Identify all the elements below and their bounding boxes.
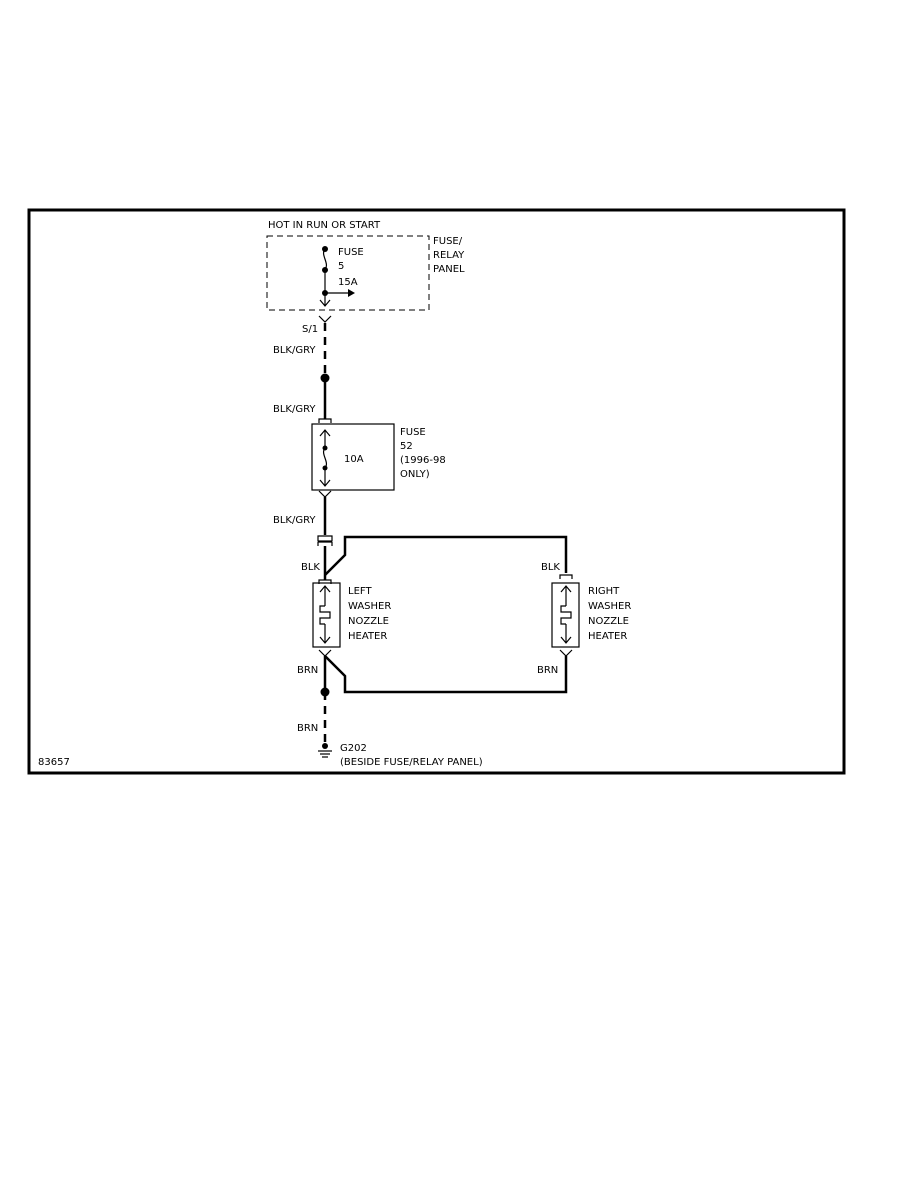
diagram-frame <box>27 208 846 775</box>
left-heater-label-1: LEFT <box>348 586 372 597</box>
right-heater-element-icon <box>560 585 572 644</box>
fuse-52-box <box>311 423 395 491</box>
right-heater-label-3: NOZZLE <box>588 616 629 627</box>
wire-label-brn-right: BRN <box>537 665 558 676</box>
fuse-5-label-1: FUSE <box>338 247 364 258</box>
wire-label-blk-gry-3: BLK/GRY <box>273 515 316 526</box>
left-heater-label-3: NOZZLE <box>348 616 389 627</box>
fuse-52-symbol <box>319 429 331 487</box>
fuse-52-label-1: FUSE <box>400 427 426 438</box>
fuse-5-symbol <box>319 246 355 307</box>
wire-label-blk-left: BLK <box>301 562 320 573</box>
fuse-52-label-3: (1996-98 <box>400 455 446 466</box>
fuse-relay-panel-label-2: RELAY <box>433 250 465 261</box>
wire-label-blk-gry-1: BLK/GRY <box>273 345 316 356</box>
right-heater-box <box>551 582 580 648</box>
right-heater-label-2: WASHER <box>588 601 631 612</box>
fuse-5-label-2: 5 <box>338 261 344 272</box>
connector-s1-label: S/1 <box>302 324 318 335</box>
wire-blk-bus-top <box>324 535 568 576</box>
power-source-label: HOT IN RUN OR START <box>268 220 381 231</box>
ground-icon <box>318 743 332 758</box>
left-heater-label-2: WASHER <box>348 601 391 612</box>
right-heater-label-4: HEATER <box>588 631 627 642</box>
fuse-52-rating: 10A <box>344 454 364 465</box>
fuse-5-label-3: 15A <box>338 277 358 288</box>
right-heater-label-1: RIGHT <box>588 586 620 597</box>
wire-label-brn-left: BRN <box>297 665 318 676</box>
fuse-relay-panel-label-1: FUSE/ <box>433 236 463 247</box>
connector-s1 <box>318 315 332 323</box>
wire-label-blk-gry-2: BLK/GRY <box>273 404 316 415</box>
fuse-52-label-4: ONLY) <box>400 469 430 480</box>
wire-label-blk-right: BLK <box>541 562 560 573</box>
left-heater-label-4: HEATER <box>348 631 387 642</box>
wire-brn-bus-bottom <box>324 655 568 694</box>
fuse-relay-panel-label-3: PANEL <box>433 264 465 275</box>
left-heater-box <box>312 582 341 648</box>
fuse-relay-panel-box <box>266 235 430 311</box>
ground-name: G202 <box>340 743 367 754</box>
ground-location: (BESIDE FUSE/RELAY PANEL) <box>340 757 483 768</box>
left-heater-element-icon <box>319 585 331 644</box>
wire-label-brn-ground: BRN <box>297 723 318 734</box>
fuse-52-label-2: 52 <box>400 441 413 452</box>
figure-id: 83657 <box>38 757 70 768</box>
